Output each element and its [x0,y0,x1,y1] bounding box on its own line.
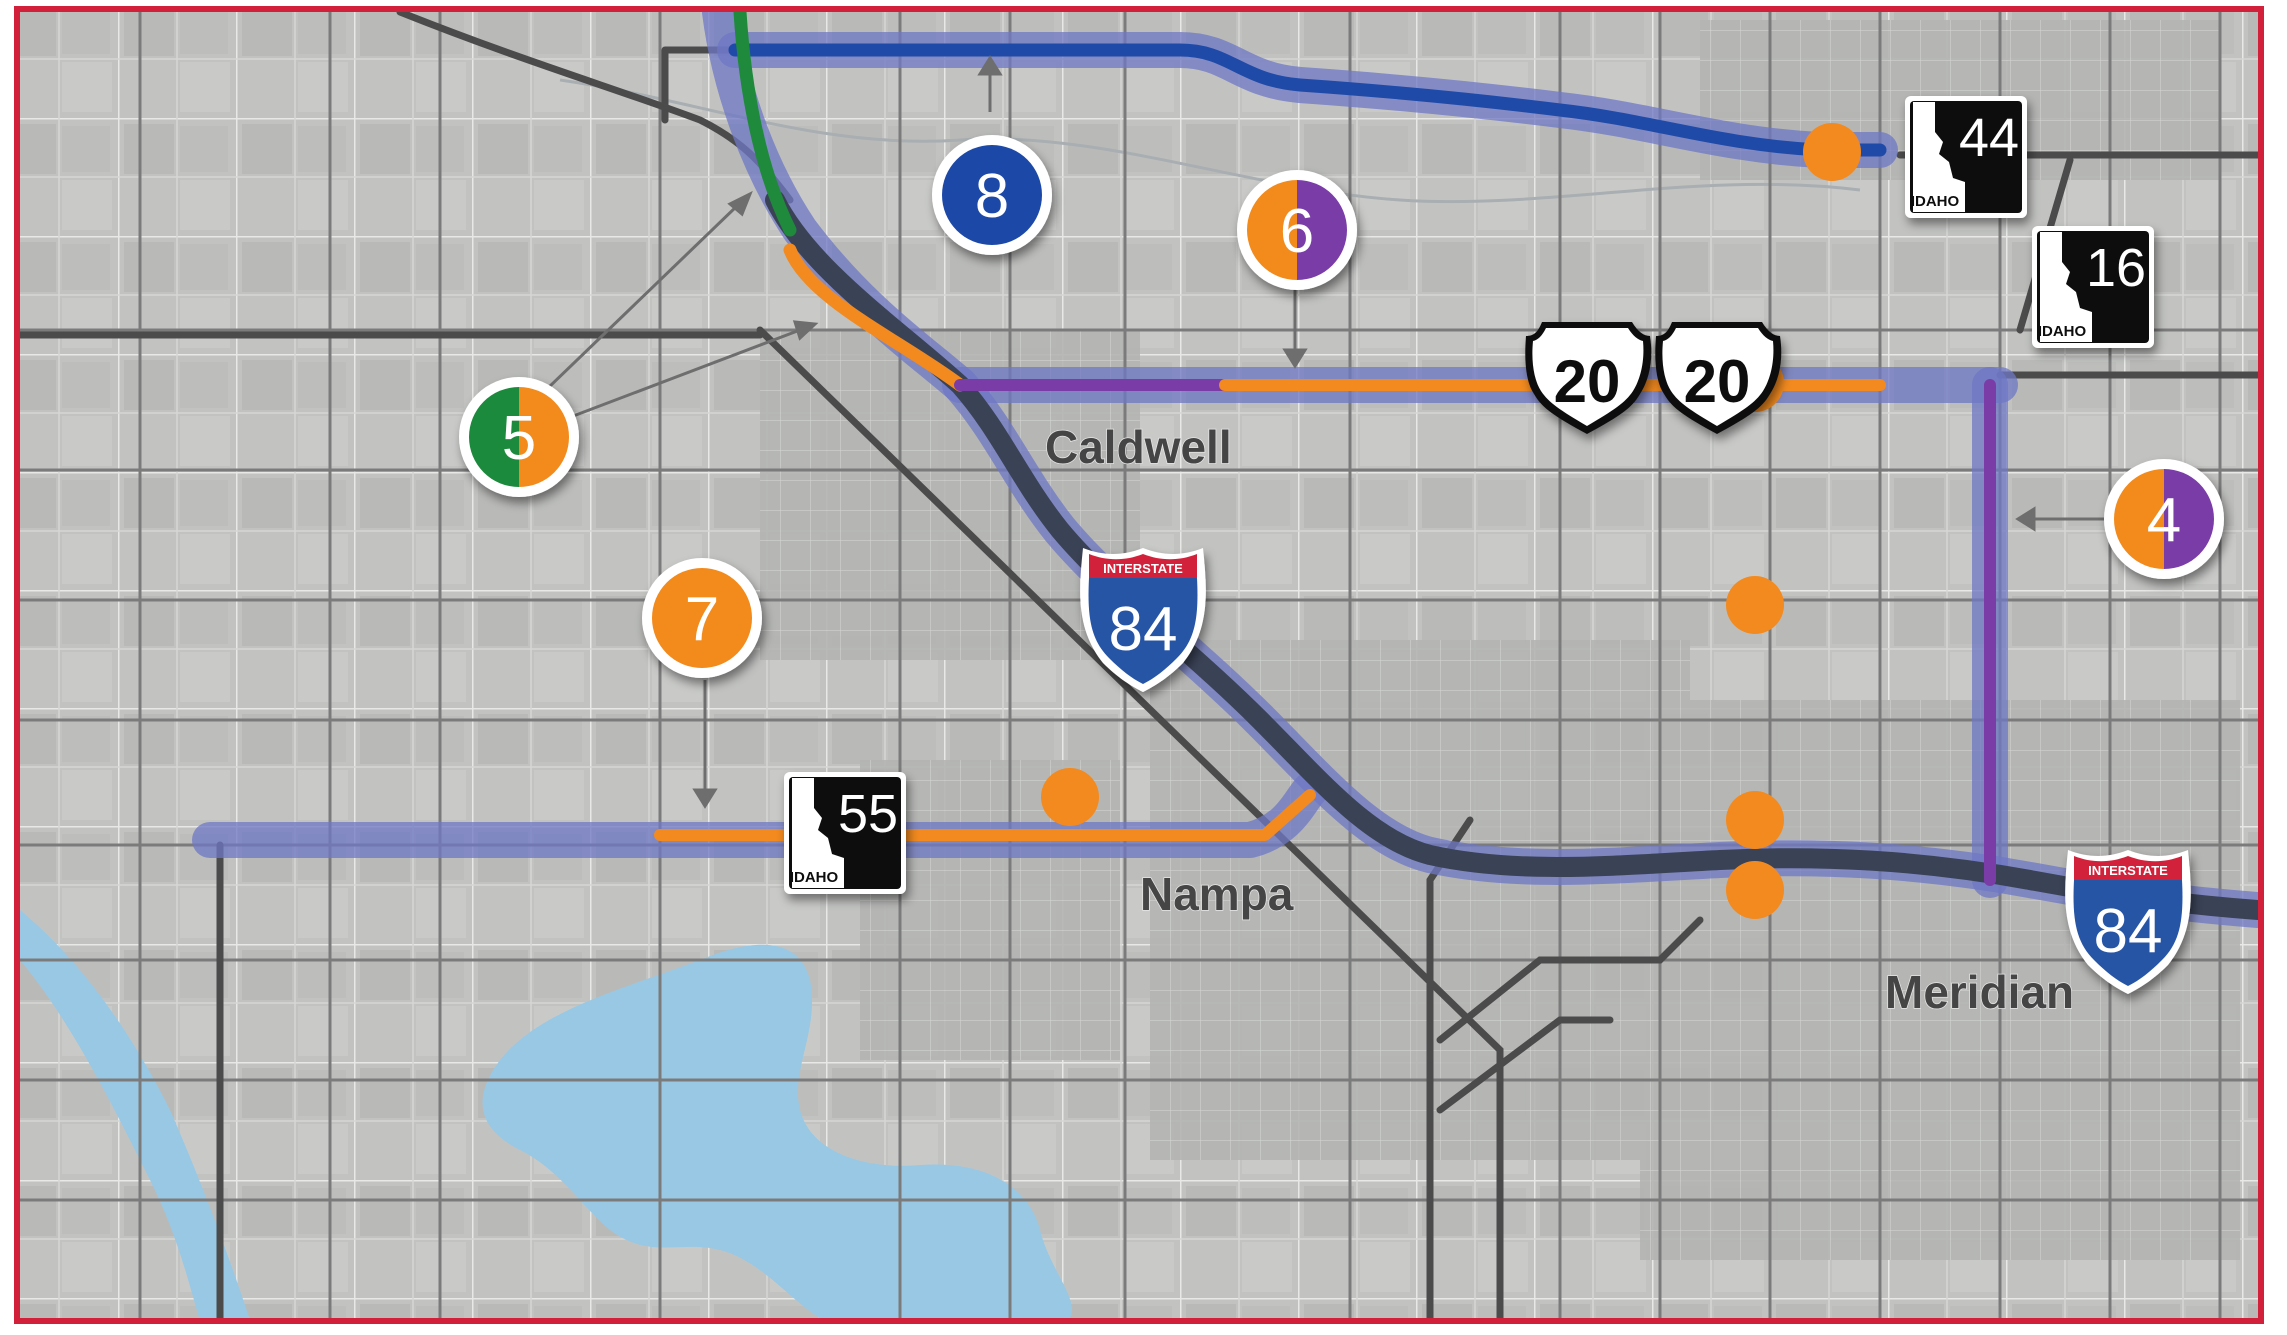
us20-shield-b: 20 [1655,322,1782,434]
city-labels: Caldwell Nampa Meridian [1044,420,2075,1019]
arrow-up-icon [727,190,753,217]
arterial-roads [20,12,2258,1318]
arrow-down-icon [1282,348,1308,369]
project-8-marker[interactable]: 8 [932,135,1052,255]
us20-shield-a: 20 [1525,322,1652,434]
idaho-state-icon [1913,102,1965,212]
project-5-orange-line [783,243,967,392]
svg-text:44: 44 [1959,108,2019,168]
project-4-marker[interactable]: 4 [2104,459,2224,579]
svg-text:INTERSTATE: INTERSTATE [1103,561,1183,576]
arrow-down-icon [692,788,718,809]
svg-text:55: 55 [838,784,898,844]
project-7-marker[interactable]: 7 [642,558,762,678]
leader-arrows [546,55,2110,809]
city-label-meridian: Meridian [1885,966,2074,1018]
svg-text:84: 84 [1109,595,1178,664]
svg-text:4: 4 [2147,486,2181,555]
svg-text:6: 6 [1280,197,1314,266]
svg-text:20: 20 [1554,348,1621,415]
project-5-marker[interactable]: 5 [459,377,579,497]
city-label-nampa: Nampa [1140,868,1294,920]
project-5-green-line [733,12,797,237]
interchange-dot [1041,768,1099,826]
svg-text:IDAHO: IDAHO [1911,193,1960,210]
project-6-marker[interactable]: 6 [1237,170,1357,290]
arrow-up-icon [977,55,1003,76]
svg-text:20: 20 [1684,348,1751,415]
interchange-dot [1803,123,1861,181]
arrow-up-icon [792,320,819,341]
interchange-dot [1726,861,1784,919]
interchange-dot [1726,576,1784,634]
svg-text:5: 5 [502,404,536,473]
project-8-line [728,43,1887,157]
lake-lowell [482,944,1073,1318]
city-label-caldwell: Caldwell [1045,421,1232,473]
idaho-state-icon [792,778,844,888]
svg-text:IDAHO: IDAHO [790,869,839,886]
id44-shield: IDAHO 44 [1905,96,2027,218]
i84-shield-caldwell: INTERSTATE 84 [1080,548,1206,692]
interchange-dot [1726,791,1784,849]
svg-text:84: 84 [2094,897,2163,966]
idaho-state-icon [2040,232,2092,342]
arrow-left-icon [2015,506,2036,532]
svg-text:8: 8 [975,162,1009,231]
river-north [559,78,1861,204]
svg-text:INTERSTATE: INTERSTATE [2088,863,2168,878]
id16-shield: IDAHO 16 [2032,226,2154,348]
svg-text:IDAHO: IDAHO [2038,323,2087,340]
river [20,910,250,1318]
i84-shield-meridian: INTERSTATE 84 [2065,850,2191,994]
id55-shield: IDAHO 55 [784,772,906,894]
svg-text:16: 16 [2086,238,2146,298]
svg-text:7: 7 [685,585,719,654]
